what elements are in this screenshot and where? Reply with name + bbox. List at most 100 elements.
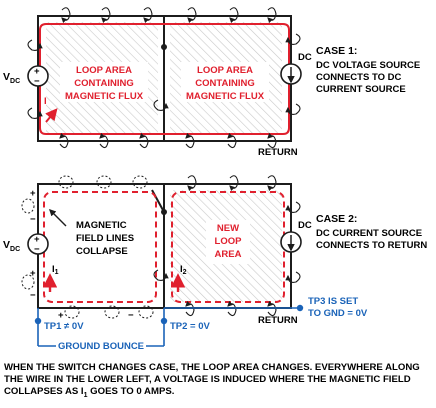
case1-vdc-plus: + bbox=[34, 66, 40, 77]
caption-line-1: WHEN THE SWITCH CHANGES CASE, THE LOOP A… bbox=[4, 362, 420, 373]
case1-dc-label: DC bbox=[298, 52, 312, 63]
case2-i2-label: I2 bbox=[180, 264, 187, 276]
case1-flux-loop-icon bbox=[285, 33, 301, 45]
tp3-label-2: TO GND = 0V bbox=[308, 308, 368, 319]
case2-vdc-label: VDC bbox=[3, 239, 20, 253]
case2-polarity-minus: − bbox=[30, 214, 36, 225]
case2-field-line bbox=[96, 175, 112, 189]
case1-flux-loop-icon bbox=[285, 103, 301, 115]
case1-flux-loop-icon bbox=[185, 132, 195, 149]
case1-return-label: RETURN bbox=[258, 147, 298, 158]
case2-flux-loop-icon bbox=[187, 175, 197, 192]
case2-desc-2: CONNECTS TO RETURN bbox=[316, 240, 427, 251]
case1-flux-loop-icon bbox=[143, 7, 153, 24]
case2-return-label: RETURN bbox=[258, 315, 298, 326]
case2-left-text-1: MAGNETIC bbox=[76, 220, 127, 231]
case2-polarity-minus: − bbox=[128, 310, 134, 321]
caption-line-2: THE WIRE IN THE LOWER LEFT, A VOLTAGE IS… bbox=[4, 374, 411, 385]
case1-flux-loop-icon bbox=[101, 7, 111, 24]
case1-right-label-bg bbox=[181, 62, 269, 102]
case2-left-text-3: COLLAPSE bbox=[76, 246, 128, 257]
case1-desc-1: DC VOLTAGE SOURCE bbox=[316, 60, 420, 71]
case2-field-line bbox=[58, 175, 74, 189]
case1-desc-3: CURRENT SOURCE bbox=[316, 84, 406, 95]
case2-flux-loop-icon bbox=[153, 269, 169, 281]
case1-flux-loops bbox=[27, 7, 301, 149]
ground-bounce-label: GROUND BOUNCE bbox=[58, 341, 144, 352]
case1-flux-loop-icon bbox=[27, 107, 43, 119]
case2-vdc-source-symbol bbox=[27, 233, 49, 255]
caption: WHEN THE SWITCH CHANGES CASE, THE LOOP A… bbox=[4, 362, 434, 402]
case1-right-loop-text-3: MAGNETIC FLUX bbox=[186, 91, 265, 102]
case2-collapse-pointer bbox=[49, 209, 67, 227]
case1-flux-loop-icon bbox=[99, 132, 109, 149]
case2-switch-node bbox=[161, 209, 167, 215]
case1-current-label: I bbox=[44, 96, 47, 107]
case2-flux-loop-icon bbox=[267, 175, 277, 192]
case1-left-loop-text-3: MAGNETIC FLUX bbox=[65, 91, 144, 102]
case1-flux-loop-icon bbox=[227, 132, 237, 149]
case1-right-loop-text-1: LOOP AREA bbox=[197, 65, 253, 76]
case2-field-line bbox=[21, 198, 35, 214]
tp3-label-1: TP3 IS SET bbox=[308, 296, 358, 307]
case1-left-loop-text-2: CONTAINING bbox=[74, 78, 133, 89]
case2-flux-loop-icon bbox=[185, 300, 195, 317]
case1-flux-loop-icon bbox=[187, 7, 197, 24]
case1-desc-2: CONNECTS TO DC bbox=[316, 72, 401, 83]
case2-new-loop-text-2: LOOP bbox=[215, 236, 243, 247]
case2-field-line bbox=[138, 305, 154, 319]
caption-line-3: COLLAPSES AS I1 GOES TO 0 AMPS. bbox=[4, 386, 434, 402]
case2-left-text-2: FIELD LINES bbox=[76, 233, 134, 244]
tp2-label: TP2 = 0V bbox=[170, 321, 211, 332]
case2-right-label-bg bbox=[206, 220, 250, 264]
case2-polarity-plus: + bbox=[30, 188, 36, 199]
case1-flux-loop-icon bbox=[229, 7, 239, 24]
case1-vdc-source-symbol bbox=[27, 65, 49, 87]
case2-polarity-plus: + bbox=[58, 310, 64, 321]
case2-flux-loop-icon bbox=[285, 201, 301, 213]
case2-field-line bbox=[104, 305, 120, 319]
case2-polarity-plus: + bbox=[30, 268, 36, 279]
case1-vdc-label: VDC bbox=[3, 71, 20, 85]
caption-line-3a: COLLAPSES AS I bbox=[4, 386, 84, 397]
case2-polarity-minus: − bbox=[30, 290, 36, 301]
case1-diagram: + − LOOP AREA CONTAINING bbox=[3, 7, 420, 158]
case2-new-loop-text-1: NEW bbox=[217, 223, 239, 234]
case2-i1-label: I1 bbox=[52, 264, 59, 276]
case2-flux-loop-icon bbox=[227, 300, 237, 317]
case2-vdc-plus: + bbox=[34, 234, 40, 245]
case1-switch-node bbox=[161, 44, 167, 50]
caption-sub: 1 bbox=[83, 391, 88, 399]
case2-flux-loop-icon bbox=[229, 175, 239, 192]
case2-field-line bbox=[21, 274, 35, 290]
case2-desc-1: DC CURRENT SOURCE bbox=[316, 228, 422, 239]
caption-line-3b: GOES TO 0 AMPS. bbox=[87, 386, 175, 397]
case1-flux-loop-icon bbox=[61, 7, 71, 24]
case2-dc-label: DC bbox=[298, 220, 312, 231]
case1-left-loop-text-1: LOOP AREA bbox=[76, 65, 132, 76]
case2-new-loop-text-3: AREA bbox=[215, 249, 242, 260]
case2-field-line bbox=[64, 305, 80, 319]
case1-flux-loop-icon bbox=[59, 132, 69, 149]
case1-current-arrow bbox=[45, 108, 58, 123]
case2-flux-loops bbox=[153, 175, 301, 317]
tp3-node bbox=[296, 304, 304, 312]
case2-flux-loop-icon bbox=[267, 300, 277, 317]
case1-flux-loop-icon bbox=[139, 132, 149, 149]
case1-flux-loop-icon bbox=[153, 99, 169, 111]
case1-flux-loop-icon bbox=[267, 132, 277, 149]
case1-vdc-minus: − bbox=[34, 76, 40, 87]
case1-flux-loop-icon bbox=[27, 39, 43, 51]
case2-field-line bbox=[132, 175, 148, 189]
case2-title: CASE 2: bbox=[316, 213, 357, 225]
tp1-label: TP1 ≠ 0V bbox=[44, 321, 84, 332]
case1-right-loop-text-2: CONTAINING bbox=[195, 78, 254, 89]
case2-flux-loop-icon bbox=[285, 271, 301, 283]
case1-title: CASE 1: bbox=[316, 45, 357, 57]
case2-collapsing-field-lines bbox=[21, 175, 154, 319]
case2-diagram: + − + bbox=[3, 175, 427, 352]
case1-flux-loop-icon bbox=[267, 7, 277, 24]
case1-left-label-bg bbox=[60, 62, 148, 102]
